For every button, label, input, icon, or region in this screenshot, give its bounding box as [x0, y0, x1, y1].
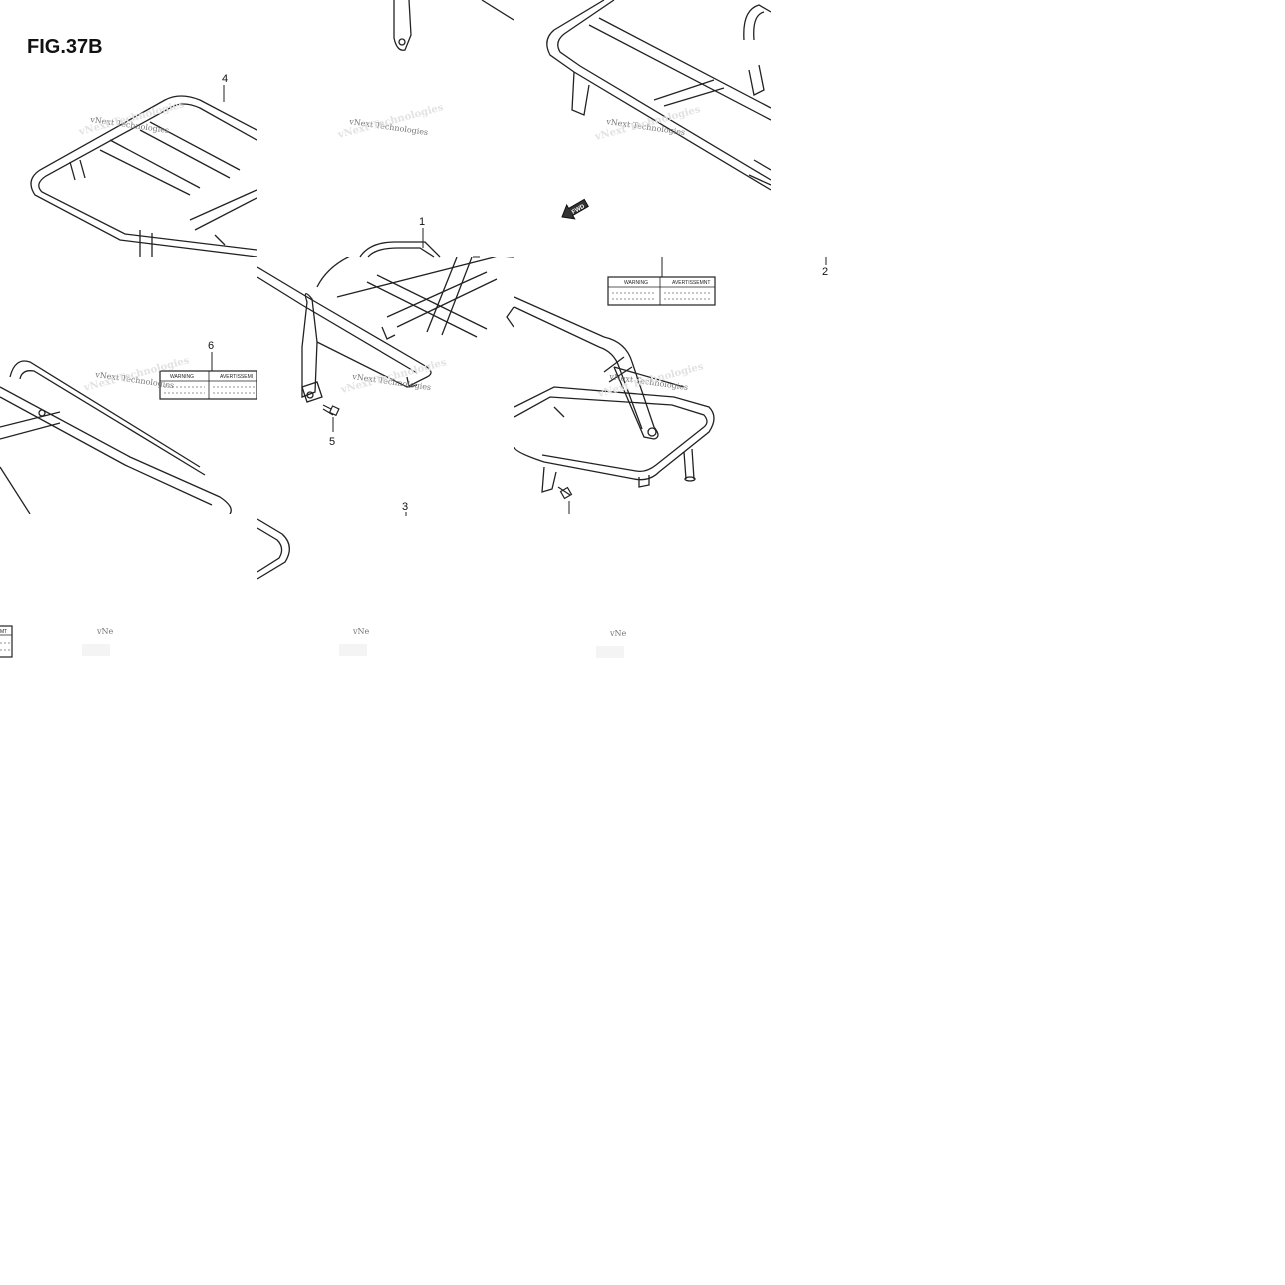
front-rack-drawing: 4 vNext Technologies vNext Technologies [30, 73, 257, 257]
fwd-arrow: FWD [561, 198, 589, 220]
stay-bracket [393, 0, 514, 51]
label-left-drawing: 6 WARNING AVERTISSEMI vNext Technologies… [0, 340, 257, 514]
watermark-partial-3: vNe [596, 629, 627, 658]
diagram-tile-stay: vNext Technologies vNext Technologies [257, 0, 514, 257]
rear-rack-frame [546, 0, 771, 191]
figure-title: FIG.37B [27, 36, 103, 58]
rear-carrier-drawing: WARNING AVERTISSEMNT vNext Technologies … [514, 257, 716, 514]
callout-1: 1 [419, 216, 425, 228]
rear-rack-drawing: FWD vNext Technologies vNext Technologie… [546, 0, 771, 220]
diagram-tile-label-left: 6 WARNING AVERTISSEMI vNext Technologies… [0, 257, 257, 514]
callout-3: 3 [402, 501, 408, 513]
carrier-top-loop: 1 [359, 216, 480, 258]
watermark-partial-1: vNe [82, 627, 114, 656]
watermark-partial-text: vNe [352, 627, 370, 636]
stay-drawing: vNext Technologies vNext Technologies [336, 0, 514, 141]
carrier-frame [257, 257, 514, 403]
diagram-tile-front-rack: 4 vNext Technologies vNext Technologies [0, 0, 257, 257]
rear-carrier-frame [514, 296, 715, 493]
label-fragment: MT [0, 625, 13, 658]
callout-6: 6 [208, 340, 214, 352]
partial-frame [257, 518, 290, 580]
watermark-partial-text: vNe [609, 629, 627, 638]
callout-5: 5 [329, 436, 335, 448]
label-warning-text: WARNING [624, 280, 648, 286]
watermark-partial-text: vNe [96, 627, 114, 636]
front-rack-frame [30, 95, 257, 257]
center-carrier-drawing: 5 vNext Technologies vNext Technologies [257, 257, 514, 448]
diagram-tile-center-carrier: 5 vNext Technologies vNext Technologies [257, 257, 514, 514]
warning-label-2: WARNING AVERTISSEMNT [607, 276, 716, 306]
bolt-3 [557, 486, 573, 500]
diagram-tile-rear-carrier: WARNING AVERTISSEMNT vNext Technologies … [514, 257, 771, 514]
callout-4: 4 [222, 73, 228, 85]
label-avert-text: AVERTISSEMI [220, 374, 253, 380]
watermark-partial-2: vNe [339, 627, 370, 656]
diagram-tile-partial [257, 514, 297, 594]
callout-3-group: 3 [402, 501, 408, 516]
bolt-5 [322, 404, 340, 417]
callout-2-group: 2 [822, 257, 828, 278]
label-warning-text: WARNING [170, 374, 194, 380]
callout-2: 2 [822, 266, 828, 278]
warning-label-6: WARNING AVERTISSEMI [159, 370, 257, 400]
diagram-tile-rear-rack: FWD vNext Technologies vNext Technologie… [514, 0, 771, 257]
label-avert-text: AVERTISSEMNT [672, 280, 710, 286]
rack-partial [0, 360, 232, 514]
label-fragment-text: MT [0, 629, 7, 635]
